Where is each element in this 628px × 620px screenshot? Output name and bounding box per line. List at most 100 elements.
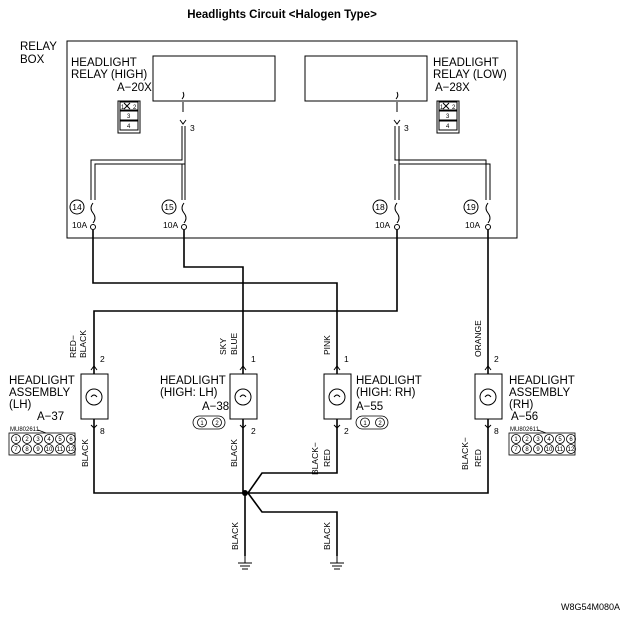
fuse-15: 15 10A xyxy=(161,199,187,230)
fuse-18: 18 10A xyxy=(372,199,400,230)
svg-text:10A: 10A xyxy=(72,220,87,230)
connector-pin xyxy=(33,434,43,444)
wire-high-rh-to-ground xyxy=(247,428,338,494)
connector-pin-label: 12 xyxy=(568,447,575,453)
relay-box-label-2: BOX xyxy=(20,54,45,66)
fuse-19: 19 10A xyxy=(463,199,491,230)
svg-text:18: 18 xyxy=(375,202,385,212)
svg-text:BLACK−: BLACK− xyxy=(310,442,320,475)
connector-pin xyxy=(44,434,54,444)
connector-pin xyxy=(522,444,532,454)
connector-pin-label: 1 xyxy=(14,437,18,443)
connector-pin-label: 3 xyxy=(536,437,540,443)
connector-pin xyxy=(533,444,543,454)
relay-low-coil-box xyxy=(304,55,428,102)
connector-pin-label: 10 xyxy=(46,447,53,453)
relay-high-coil-box xyxy=(152,55,276,102)
svg-text:A−56: A−56 xyxy=(511,411,538,423)
svg-text:RED: RED xyxy=(322,449,332,467)
connector-pin-label: 9 xyxy=(36,447,40,453)
svg-text:(HIGH: RH): (HIGH: RH) xyxy=(356,387,416,399)
connector-pin xyxy=(566,434,576,444)
connector-pin-label: 3 xyxy=(36,437,40,443)
connector-pin xyxy=(22,434,32,444)
svg-text:1: 1 xyxy=(200,421,204,427)
svg-text:2: 2 xyxy=(100,354,105,364)
connector-pin-label: 11 xyxy=(57,447,64,453)
svg-text:HEADLIGHT: HEADLIGHT xyxy=(509,375,575,387)
headlight-relay-high: HEADLIGHT RELAY (HIGH) A−20X 1 2 3 4 3 xyxy=(71,55,276,134)
svg-text:MU802611: MU802611 xyxy=(510,427,540,433)
svg-text:A−37: A−37 xyxy=(37,411,64,423)
connector-pin-label: 1 xyxy=(514,437,518,443)
connector-2pin-high-rh-icon: 1 2 xyxy=(355,415,389,430)
svg-text:3: 3 xyxy=(127,114,131,120)
svg-text:BLACK: BLACK xyxy=(229,439,239,467)
svg-text:1: 1 xyxy=(121,105,125,111)
ground-junction xyxy=(242,490,248,496)
wire-rh-to-ground xyxy=(248,428,489,494)
svg-text:A−55: A−55 xyxy=(356,401,383,413)
svg-text:HEADLIGHT: HEADLIGHT xyxy=(160,375,226,387)
headlight-high-rh: 1 2 HEADLIGHT (HIGH: RH) A−55 xyxy=(323,354,422,436)
relay-high-switch xyxy=(181,91,185,112)
headlight-high-lh: 1 2 HEADLIGHT (HIGH: LH) A−38 xyxy=(160,354,258,436)
svg-text:MU802611: MU802611 xyxy=(10,427,40,433)
connector-pin xyxy=(11,434,21,444)
diagram-title: Headlights Circuit <Halogen Type> xyxy=(187,9,377,21)
svg-text:(RH): (RH) xyxy=(509,399,533,411)
svg-text:1: 1 xyxy=(363,421,367,427)
svg-text:BLACK−: BLACK− xyxy=(460,437,470,470)
svg-text:(LH): (LH) xyxy=(9,399,32,411)
svg-text:15: 15 xyxy=(164,202,174,212)
svg-text:A−38: A−38 xyxy=(202,401,229,413)
svg-text:8: 8 xyxy=(100,426,105,436)
relay-box-internal-wiring xyxy=(90,126,491,200)
svg-text:8: 8 xyxy=(494,426,499,436)
svg-text:2: 2 xyxy=(378,421,382,427)
svg-text:2: 2 xyxy=(133,105,137,111)
connector-pin xyxy=(566,444,576,454)
connector-pin xyxy=(11,444,21,454)
connector-pin-label: 11 xyxy=(557,447,564,453)
svg-text:BLACK: BLACK xyxy=(230,522,240,550)
connector-pin xyxy=(544,434,554,444)
svg-text:HEADLIGHT: HEADLIGHT xyxy=(356,375,422,387)
relay-high-connector-icon: 1 2 3 4 xyxy=(117,100,141,134)
svg-text:10A: 10A xyxy=(375,220,390,230)
connector-pin xyxy=(33,444,43,454)
svg-text:2: 2 xyxy=(344,426,349,436)
svg-text:(HIGH: LH): (HIGH: LH) xyxy=(160,387,218,399)
connector-pin-label: 5 xyxy=(558,437,562,443)
connector-pin-label: 4 xyxy=(47,437,51,443)
connector-pin-label: 5 xyxy=(58,437,62,443)
connector-pin-label: 4 xyxy=(547,437,551,443)
wire-fuse14-to-high-rh xyxy=(92,230,338,366)
svg-text:ORANGE: ORANGE xyxy=(473,320,483,357)
svg-text:BLACK: BLACK xyxy=(322,522,332,550)
connector-pin-label: 6 xyxy=(69,437,73,443)
connector-pin xyxy=(22,444,32,454)
connector-pin xyxy=(44,444,54,454)
svg-text:SKY: SKY xyxy=(218,338,228,355)
svg-text:2: 2 xyxy=(452,105,456,111)
relay-low-connector: A−28X xyxy=(435,82,470,94)
relay-low-switch xyxy=(395,91,399,112)
wire-color-labels: RED− BLACK SKY BLUE PINK ORANGE BLACK BL… xyxy=(68,320,483,550)
connector-pin-label: 8 xyxy=(525,447,529,453)
svg-text:BLACK: BLACK xyxy=(80,439,90,467)
connector-pin-label: 12 xyxy=(68,447,75,453)
svg-text:RED: RED xyxy=(473,449,483,467)
ground-symbol-left xyxy=(238,556,252,570)
relay-high-connector: A−20X xyxy=(117,82,152,94)
ground-symbol-right xyxy=(330,556,344,570)
connector-pin-label: 6 xyxy=(569,437,573,443)
svg-text:1: 1 xyxy=(440,105,444,111)
svg-text:BLUE: BLUE xyxy=(229,332,239,355)
wire-ground-right xyxy=(247,492,338,556)
connector-2pin-high-lh-icon: 1 2 xyxy=(192,415,226,430)
connector-pin-label: 10 xyxy=(546,447,553,453)
connector-pin xyxy=(55,444,65,454)
